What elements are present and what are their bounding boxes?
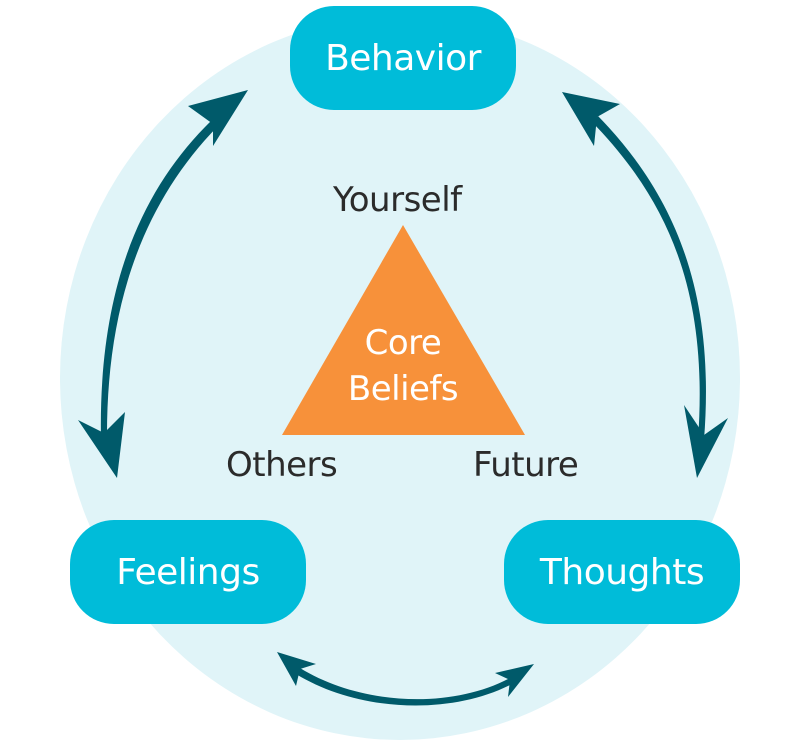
node-behavior-label: Behavior xyxy=(325,37,481,79)
node-thoughts: Thoughts xyxy=(504,520,740,624)
core-beliefs-text: Core Beliefs xyxy=(323,320,483,412)
core-beliefs-triangle xyxy=(282,225,525,435)
node-feelings-label: Feelings xyxy=(116,551,260,593)
arrowhead-left-bottom xyxy=(78,412,125,478)
core-beliefs-line1: Core xyxy=(364,323,442,363)
node-thoughts-label: Thoughts xyxy=(539,551,705,593)
label-future: Future xyxy=(473,445,579,485)
arrowhead-left-top xyxy=(188,90,248,146)
arrowhead-bottom-right xyxy=(495,664,534,697)
arrow-feelings-thoughts xyxy=(296,668,512,706)
node-behavior: Behavior xyxy=(290,6,516,110)
label-yourself: Yourself xyxy=(333,180,462,220)
arrow-behavior-feelings xyxy=(100,120,218,440)
node-feelings: Feelings xyxy=(70,520,306,624)
arrowhead-bottom-left xyxy=(277,652,316,686)
core-beliefs-line2: Beliefs xyxy=(347,369,459,409)
label-others: Others xyxy=(226,445,338,485)
arrow-behavior-thoughts xyxy=(592,116,706,440)
arrowhead-right-top xyxy=(562,92,620,146)
arrowhead-right-bottom xyxy=(684,405,728,478)
